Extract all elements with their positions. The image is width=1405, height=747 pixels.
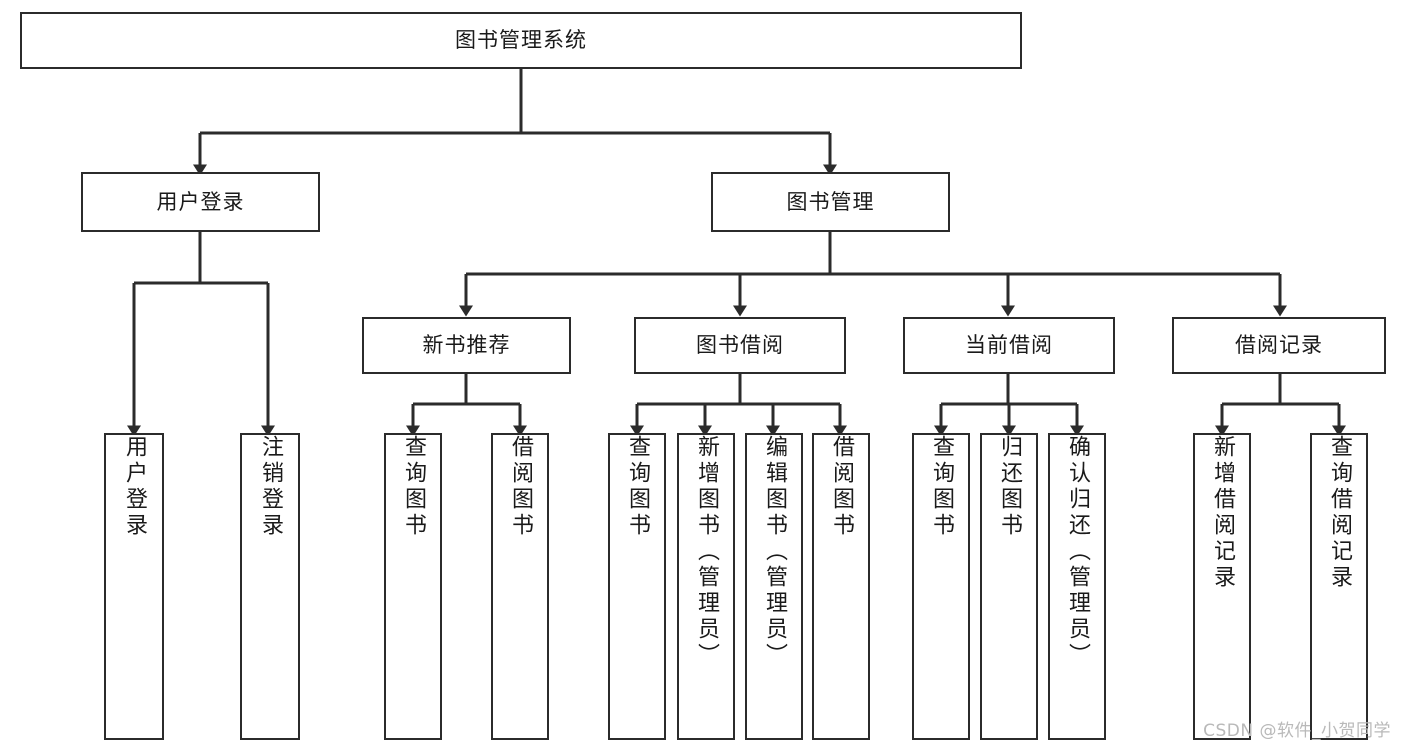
node-root-label: 图书管理系统	[455, 28, 587, 53]
node-leaf-edit-book[interactable]: 编辑图书（管理员）	[745, 433, 803, 740]
node-book-management-label: 图书管理	[786, 189, 875, 214]
node-new-book-recommend-label: 新书推荐	[422, 333, 511, 358]
node-new-book-recommend[interactable]: 新书推荐	[362, 317, 571, 374]
node-leaf-query-book-2[interactable]: 查询图书	[608, 433, 666, 740]
node-user-login-label: 用户登录	[156, 189, 245, 214]
node-current-borrow-label: 当前借阅	[965, 333, 1053, 358]
node-leaf-borrow-book-2[interactable]: 借阅图书	[812, 433, 870, 740]
node-book-borrow-label: 图书借阅	[696, 333, 784, 358]
node-borrow-record[interactable]: 借阅记录	[1172, 317, 1386, 374]
node-book-management[interactable]: 图书管理	[711, 172, 950, 232]
node-leaf-query-book-2-label: 查询图书	[625, 435, 650, 539]
node-book-borrow[interactable]: 图书借阅	[634, 317, 846, 374]
node-leaf-edit-book-label: 编辑图书（管理员）	[762, 435, 787, 669]
node-leaf-query-book-1[interactable]: 查询图书	[384, 433, 442, 740]
node-leaf-user-logout[interactable]: 注销登录	[240, 433, 300, 740]
node-leaf-borrow-book-1[interactable]: 借阅图书	[491, 433, 549, 740]
node-leaf-return-book-label: 归还图书	[997, 435, 1022, 539]
node-leaf-add-book[interactable]: 新增图书（管理员）	[677, 433, 735, 740]
node-leaf-user-login[interactable]: 用户登录	[104, 433, 164, 740]
node-leaf-user-logout-label: 注销登录	[258, 435, 283, 539]
node-root[interactable]: 图书管理系统	[20, 12, 1022, 69]
node-current-borrow[interactable]: 当前借阅	[903, 317, 1115, 374]
node-leaf-query-record[interactable]: 查询借阅记录	[1310, 433, 1368, 740]
node-leaf-query-book-1-label: 查询图书	[401, 435, 426, 539]
node-borrow-record-label: 借阅记录	[1235, 333, 1323, 358]
node-leaf-return-book[interactable]: 归还图书	[980, 433, 1038, 740]
node-user-login[interactable]: 用户登录	[81, 172, 320, 232]
node-leaf-query-book-3-label: 查询图书	[929, 435, 954, 539]
node-leaf-add-record-label: 新增借阅记录	[1210, 435, 1235, 591]
node-leaf-confirm-return-label: 确认归还（管理员）	[1065, 435, 1090, 669]
node-leaf-borrow-book-2-label: 借阅图书	[829, 435, 854, 539]
node-leaf-confirm-return[interactable]: 确认归还（管理员）	[1048, 433, 1106, 740]
node-leaf-query-record-label: 查询借阅记录	[1327, 435, 1352, 591]
node-leaf-user-login-label: 用户登录	[122, 435, 147, 539]
node-leaf-add-record[interactable]: 新增借阅记录	[1193, 433, 1251, 740]
node-leaf-query-book-3[interactable]: 查询图书	[912, 433, 970, 740]
node-leaf-add-book-label: 新增图书（管理员）	[694, 435, 719, 669]
node-leaf-borrow-book-1-label: 借阅图书	[508, 435, 533, 539]
